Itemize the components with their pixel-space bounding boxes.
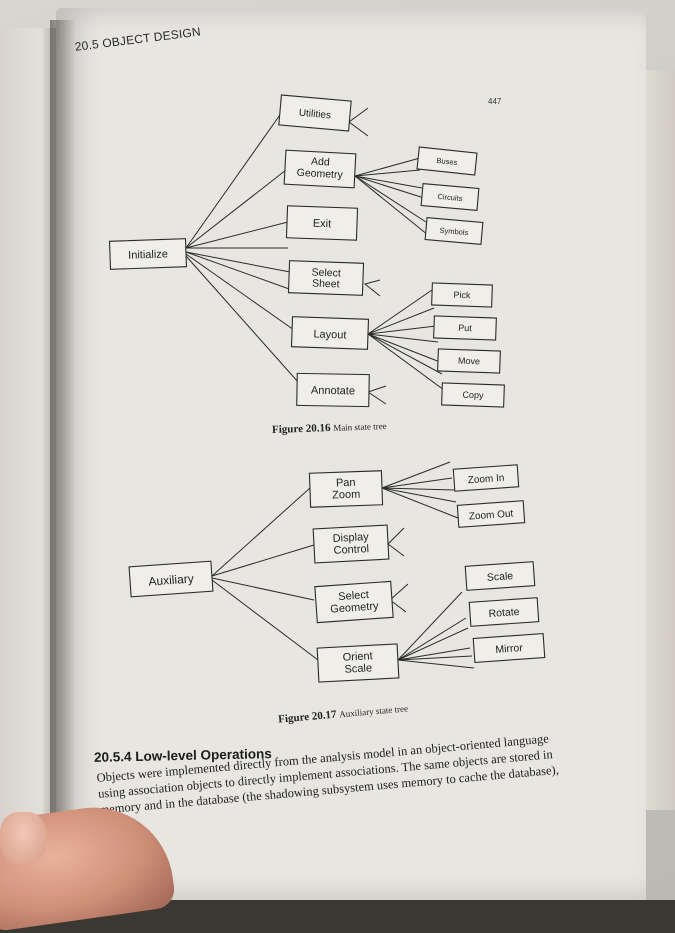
node-zoom-out: Zoom Out (469, 508, 514, 522)
node-add-geometry-line2: Geometry (296, 167, 343, 181)
node-layout: Layout (313, 328, 346, 341)
gutter-shadow (50, 20, 76, 840)
node-mirror: Mirror (495, 642, 524, 656)
node-exit: Exit (313, 218, 332, 231)
figure-label: Figure 20.16 (271, 421, 331, 436)
node-select-sheet-line2: Sheet (312, 278, 340, 291)
node-pan-zoom-line2: Zoom (332, 489, 361, 502)
figure-caption-text: Main state tree (333, 421, 387, 433)
auxiliary-tree-labels: Auxiliary Pan Zoom Display Control Selec… (148, 473, 524, 676)
node-select-sheet-line1: Select (311, 266, 341, 279)
main-tree-labels: Initialize Utilities Add Geometry Exit S… (128, 108, 484, 401)
node-put: Put (458, 323, 472, 333)
state-tree-diagrams: Initialize Utilities Add Geometry Exit S… (108, 94, 546, 683)
node-circuits: Circuits (437, 192, 463, 203)
auxiliary-tree-connectors (211, 461, 475, 669)
node-buses: Buses (436, 156, 458, 167)
node-add-geometry-line1: Add (311, 156, 330, 169)
main-tree-connectors (185, 107, 445, 405)
node-display-control-line1: Display (332, 531, 369, 545)
node-zoom-in: Zoom In (467, 473, 504, 487)
main-tree-boxes (108, 94, 505, 408)
node-annotate: Annotate (311, 385, 355, 398)
node-auxiliary: Auxiliary (148, 571, 194, 588)
node-orient-scale-line1: Orient (342, 650, 373, 664)
node-select-geometry-line2: Geometry (330, 600, 380, 615)
page-number: 447 (488, 97, 502, 106)
node-pick: Pick (453, 290, 471, 301)
auxiliary-tree-boxes (128, 464, 546, 683)
left-page-edge (0, 28, 59, 828)
node-utilities: Utilities (298, 108, 331, 122)
node-scale: Scale (487, 570, 514, 584)
node-move: Move (458, 356, 480, 367)
thumb-tip (0, 812, 46, 864)
node-orient-scale-line2: Scale (344, 662, 372, 675)
node-pan-zoom-line1: Pan (336, 477, 356, 490)
node-symbols: Symbols (439, 226, 469, 237)
node-copy: Copy (462, 390, 484, 401)
node-initialize: Initialize (128, 248, 168, 261)
node-rotate: Rotate (488, 606, 520, 620)
node-select-geometry-line1: Select (338, 589, 369, 603)
node-display-control-line2: Control (333, 543, 369, 557)
